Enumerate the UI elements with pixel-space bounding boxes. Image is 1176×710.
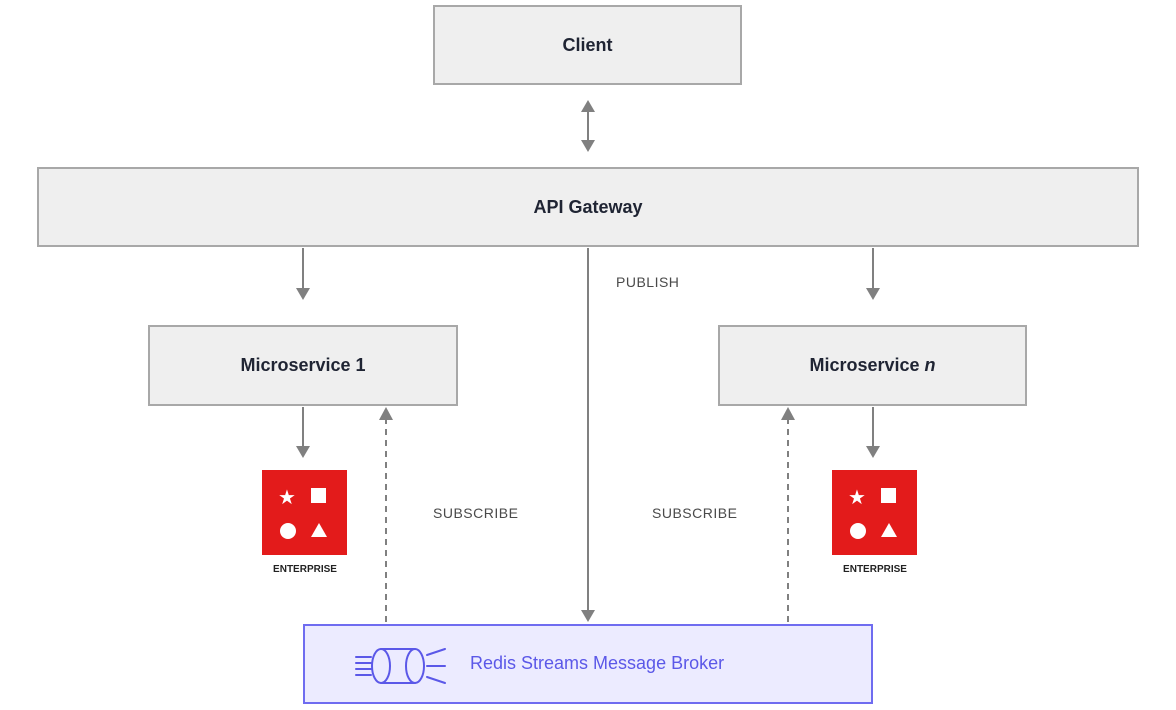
subscribe-left-arrow: [379, 407, 393, 622]
publish-arrow: [581, 248, 595, 622]
gateway-ms1-arrow: [296, 248, 310, 300]
svg-text:★: ★: [278, 485, 296, 509]
client-node: Client: [433, 5, 742, 85]
message-broker-node: Redis Streams Message Broker: [303, 624, 873, 704]
microservice-1-node: Microservice 1: [148, 325, 458, 406]
microservice-n-node: Microservice n: [718, 325, 1027, 406]
redis-enterprise-icon: ★: [832, 470, 917, 555]
microservice-n-label: Microservice n: [809, 355, 935, 376]
api-gateway-label: API Gateway: [533, 196, 643, 217]
microservice-n-suffix: n: [924, 355, 936, 375]
client-gateway-arrow: [581, 100, 595, 152]
publish-label: PUBLISH: [616, 274, 680, 290]
redis-shapes-icon: ★: [848, 485, 897, 539]
stream-icon: [355, 648, 446, 684]
subscribe-right-arrow: [781, 407, 795, 622]
msn-db-arrow: [866, 407, 880, 458]
ms1-db-arrow: [296, 407, 310, 458]
enterprise-caption-left: ENTERPRISE: [273, 564, 337, 575]
message-broker-label: Redis Streams Message Broker: [470, 653, 725, 673]
enterprise-caption-right: ENTERPRISE: [843, 564, 907, 575]
microservice-1-label: Microservice 1: [240, 355, 366, 375]
client-label: Client: [562, 34, 613, 55]
redis-shapes-icon: ★: [278, 485, 327, 539]
microservice-n-prefix: Microservice: [809, 355, 925, 375]
redis-enterprise-icon: ★: [262, 470, 347, 555]
api-gateway-node: API Gateway: [37, 167, 1139, 247]
subscribe-left-label: SUBSCRIBE: [433, 505, 519, 521]
svg-text:★: ★: [848, 485, 866, 509]
subscribe-right-label: SUBSCRIBE: [652, 505, 738, 521]
gateway-msn-arrow: [866, 248, 880, 300]
